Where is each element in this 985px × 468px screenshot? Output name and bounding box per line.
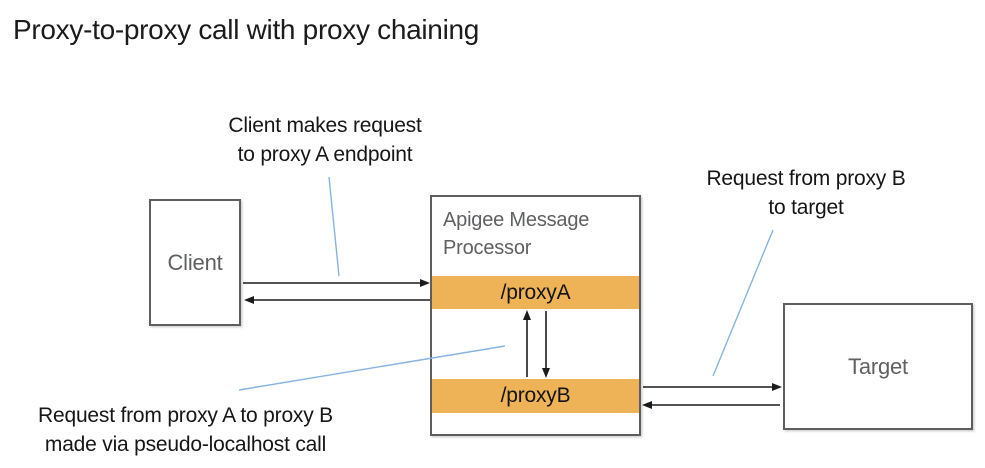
annotation-line: to target — [768, 195, 844, 219]
leader-line-proxyb-target — [712, 229, 774, 377]
annotation-proxyb-to-target: Request from proxy B to target — [666, 165, 946, 222]
annotation-line: made via pseudo-localhost call — [44, 432, 327, 456]
message-processor-box: Apigee Message Processor /proxyA /proxyB — [430, 195, 641, 436]
annotation-line: Request from proxy A to proxy B — [38, 404, 333, 427]
proxy-a-bar: /proxyA — [432, 276, 639, 309]
annotation-proxya-to-proxyb: Request from proxy A to proxy B made via… — [3, 402, 368, 459]
annotation-line: Client makes request — [228, 114, 422, 137]
proxy-b-bar: /proxyB — [432, 379, 639, 413]
annotation-line: Request from proxy B — [706, 167, 906, 190]
diagram-title: Proxy-to-proxy call with proxy chaining — [13, 14, 480, 45]
target-box: Target — [783, 303, 973, 430]
annotation-client-request: Client makes request to proxy A endpoint — [195, 112, 455, 169]
target-label: Target — [848, 353, 908, 379]
leader-line-client-request — [328, 176, 340, 277]
client-label: Client — [167, 249, 223, 275]
client-box: Client — [149, 199, 241, 326]
annotation-line: to proxy A endpoint — [237, 142, 413, 166]
message-processor-title: Apigee Message Processor — [443, 209, 590, 259]
